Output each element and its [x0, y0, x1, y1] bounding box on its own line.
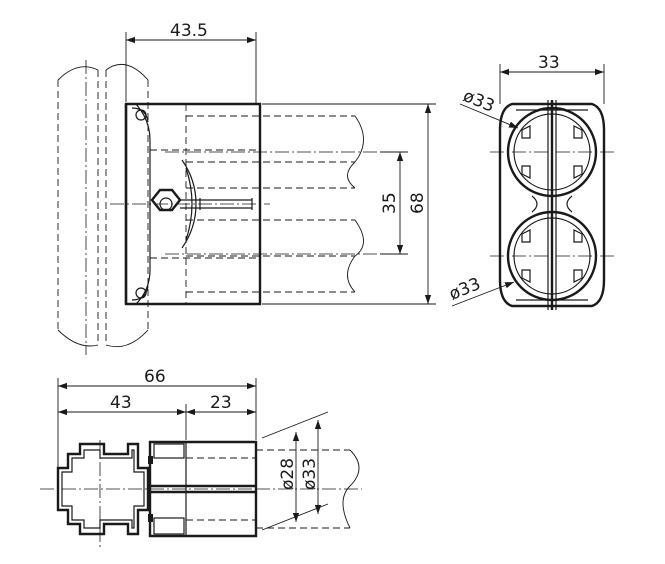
dim-label-43: 43: [110, 393, 132, 413]
dim-label-68: 68: [408, 192, 428, 214]
end-view-outline: [490, 100, 614, 310]
dim-label-23: 23: [210, 393, 232, 413]
dim-label-dia-28: ø28: [278, 458, 298, 490]
dim-bottom-total: 66: [57, 367, 257, 468]
horizontal-pipes: [110, 115, 400, 293]
dim-end-width: 33: [499, 53, 605, 104]
dim-label-dia-upper: ø33: [460, 86, 497, 117]
dim-dia-upper: ø33: [459, 86, 519, 129]
dim-bottom-split: 43 23: [58, 393, 256, 440]
dim-label-43-5: 43.5: [170, 21, 208, 41]
top-horizontal-pipe: [256, 449, 362, 529]
dim-label-33-width: 33: [538, 53, 560, 73]
dim-top-width: 43.5: [125, 21, 257, 104]
end-view: 33 ø33 ø33: [446, 53, 614, 310]
dim-total-height: 68: [262, 103, 436, 305]
dim-bore: ø28 ø33: [261, 411, 329, 531]
top-view: ø28 ø33 66 43 23: [40, 367, 362, 548]
top-clamp-body: [148, 440, 258, 538]
dim-label-35: 35: [380, 192, 400, 214]
front-view: 43.5 35 68: [57, 21, 436, 355]
dim-inner-pitch: 35: [380, 151, 408, 255]
center-bolt: [150, 159, 253, 249]
vertical-pipe: [57, 60, 149, 355]
dim-label-dia-33: ø33: [300, 458, 320, 490]
dim-label-66: 66: [144, 367, 166, 387]
dim-label-dia-lower: ø33: [446, 274, 483, 305]
clamp-body: [124, 102, 262, 306]
